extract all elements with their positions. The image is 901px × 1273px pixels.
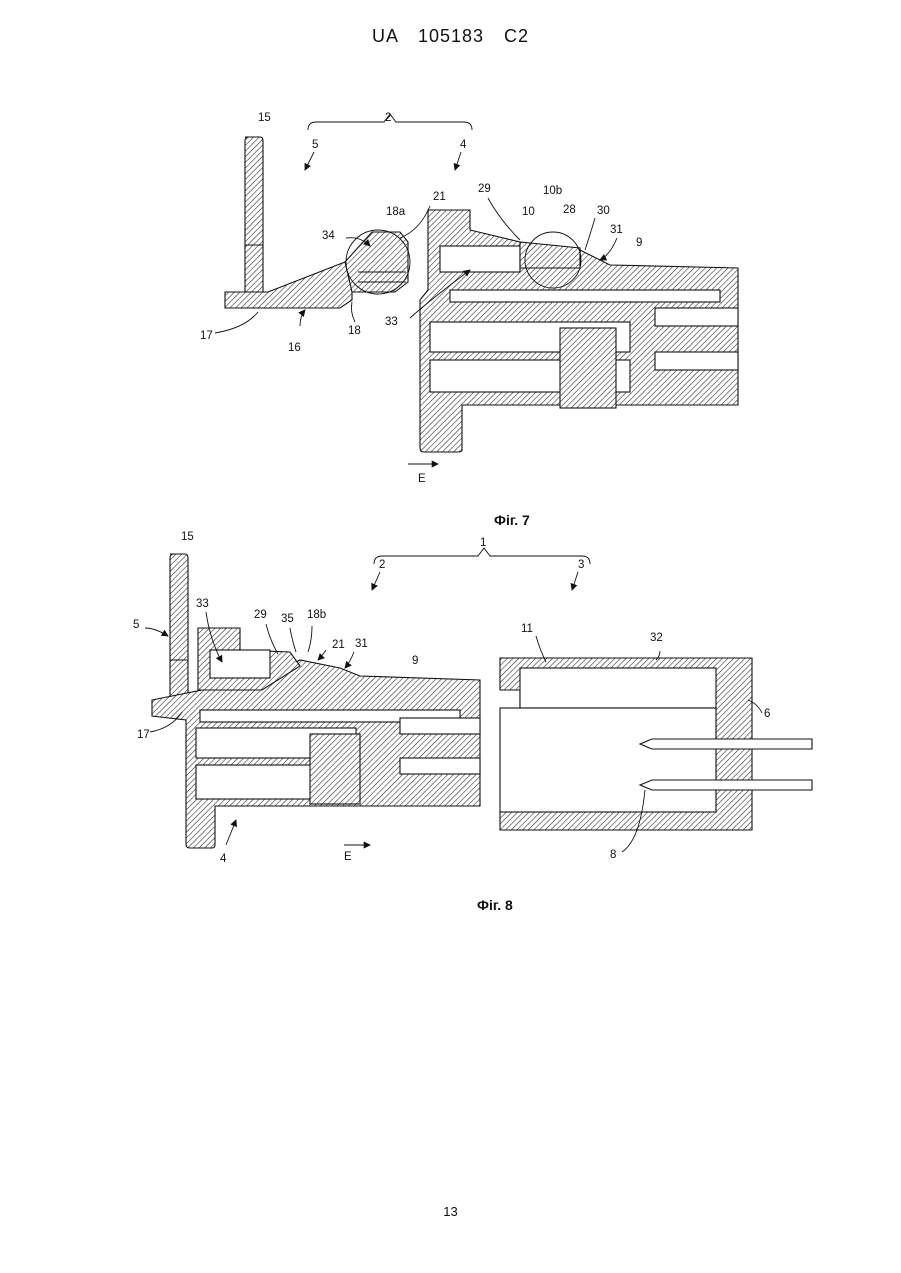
page-number: 13 [0,1204,901,1219]
figure-8-caption: Фіг. 8 [477,897,513,913]
label-3: 3 [578,559,584,571]
label-18: 18 [348,325,361,337]
pin-15 [245,137,263,292]
label-6: 6 [764,708,770,720]
label-17: 17 [137,729,150,741]
label-21: 21 [332,639,345,651]
pin-15 [170,554,188,700]
figure-8-drawing [145,548,812,852]
contact-pin-upper [640,739,812,749]
label-2: 2 [385,112,391,124]
label-31: 31 [610,224,623,236]
label-E: E [344,851,352,863]
label-18a: 18a [386,206,406,218]
label-18b: 18b [307,609,326,621]
label-9: 9 [636,237,642,249]
label-35: 35 [281,613,294,625]
label-1: 1 [480,537,486,549]
label-4: 4 [460,139,467,151]
label-16: 16 [288,342,301,354]
label-30: 30 [597,205,610,217]
label-15: 15 [258,112,271,124]
label-8: 8 [610,849,616,861]
label-10b: 10b [543,185,562,197]
label-11: 11 [521,623,533,635]
label-4: 4 [220,853,227,865]
label-29: 29 [254,609,267,621]
label-31: 31 [355,638,368,650]
label-33: 33 [385,316,398,328]
label-33: 33 [196,598,209,610]
label-32: 32 [650,632,663,644]
label-21: 21 [433,191,446,203]
label-29: 29 [478,183,491,195]
label-17: 17 [200,330,213,342]
figure-7-drawing [215,114,738,464]
label-5: 5 [133,619,139,631]
label-10: 10 [522,206,535,218]
label-9: 9 [412,655,418,667]
base-plate-16 [225,262,352,308]
label-2: 2 [379,559,385,571]
label-28: 28 [563,204,576,216]
label-34: 34 [322,230,335,242]
label-15: 15 [181,531,194,543]
label-5: 5 [312,139,318,151]
figure-7-caption: Фіг. 7 [494,512,530,528]
label-E: E [418,473,426,485]
contact-pin-8 [640,780,812,790]
